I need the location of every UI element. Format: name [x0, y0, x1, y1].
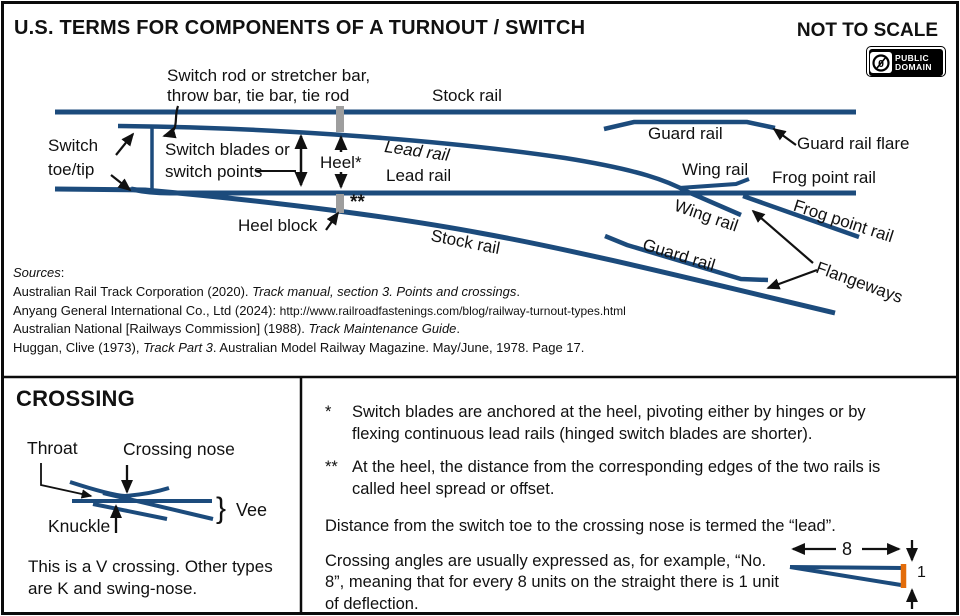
guard-rail-top-line — [603, 119, 776, 132]
badge-text-public: PUBLIC — [895, 52, 930, 63]
heel-block-bottom-bar — [336, 194, 344, 213]
flangeway-arrow-lower — [766, 268, 818, 290]
wing-rail-straight-line — [678, 177, 750, 190]
crossing-caption-line1: This is a V crossing. Other types — [28, 557, 273, 576]
crossing-caption-line2: are K and swing-nose. — [28, 579, 198, 598]
stock-rail-top-label: Stock rail — [432, 86, 502, 105]
switch-blades-label-line2: switch points — [165, 162, 263, 181]
note-marker: ** — [325, 458, 338, 476]
crossing-lower-wing-line — [92, 502, 168, 521]
note-heel-spread: ** At the heel, the distance from the co… — [325, 457, 953, 500]
flangeway-arrow-upper — [751, 209, 814, 264]
diverging-frog-point-rail-line — [742, 193, 860, 240]
source-line: Australian National [Railways Commission… — [13, 321, 461, 337]
frog-point-rail-straight-label: Frog point rail — [772, 168, 876, 187]
angle-units-straight-label: 8 — [842, 539, 853, 559]
badge-text-domain: DOMAIN — [895, 61, 932, 72]
crossing-section-heading: CROSSING — [16, 386, 135, 411]
angle-wedge-bottom-line — [789, 565, 902, 587]
page-title: U.S. TERMS FOR COMPONENTS OF A TURNOUT /… — [14, 17, 586, 39]
guard-rail-top-label: Guard rail — [648, 124, 723, 143]
lead-rail-straight-label: Lead rail — [386, 166, 452, 185]
vee-brace: } — [216, 492, 227, 525]
crossing-vee-diagonal-line — [102, 491, 214, 521]
guard-rail-flare-label: Guard rail flare — [797, 134, 910, 153]
note-lead: Distance from the switch toe to the cros… — [325, 516, 953, 538]
sources-heading: Sources: — [13, 265, 65, 280]
public-domain-badge: 0 PUBLIC DOMAIN — [866, 46, 946, 77]
note-marker: * — [325, 403, 332, 421]
guard-rail-flare-arrow — [772, 127, 797, 146]
source-line: Huggan, Clive (1973), Track Part 3. Aust… — [13, 340, 585, 356]
note-text: At the heel, the distance from the corre… — [352, 458, 881, 498]
note-text: Distance from the switch toe to the cros… — [325, 517, 836, 535]
switch-rod-label-line1: Switch rod or stretcher bar, — [167, 66, 371, 85]
sources-block: Sources: Australian Rail Track Corporati… — [13, 264, 626, 358]
switch-toe-label-line1: Switch — [48, 136, 99, 155]
wing-rail-straight-label: Wing rail — [682, 160, 749, 179]
note-text: Crossing angles are usually expressed as… — [325, 551, 779, 613]
straight-lead-and-frog-point-rail-line — [130, 186, 856, 196]
switch-toe-label-line2: toe/tip — [48, 160, 95, 179]
heel-spread-marker: ** — [350, 192, 365, 213]
source-line: Australian Rail Track Corporation (2020)… — [13, 283, 521, 299]
heel-block-arrow — [325, 211, 340, 231]
guard-rail-bottom-line — [604, 233, 769, 283]
heel-label: Heel* — [320, 153, 362, 172]
crossing-caption: This is a V crossing. Other types are K … — [28, 556, 273, 600]
notes-block: * Switch blades are anchored at the heel… — [325, 402, 953, 615]
throat-label: Throat — [27, 438, 78, 458]
note-text: Switch blades are anchored at the heel, … — [352, 403, 866, 443]
throat-arrow — [40, 463, 93, 499]
source-line: Anyang General International Co., Ltd (2… — [13, 302, 626, 318]
switch-toe-lower-arrow — [110, 174, 132, 192]
public-domain-zero-icon: 0 — [870, 52, 892, 73]
switch-rod-arrow — [162, 105, 180, 139]
note-switch-blades: * Switch blades are anchored at the heel… — [325, 402, 953, 445]
switch-blades-label-line1: Switch blades or — [165, 140, 290, 159]
note-crossing-angles: Crossing angles are usually expressed as… — [325, 551, 953, 616]
angle-units-deflection-label: 1 — [917, 564, 926, 581]
crossing-bent-wing-line — [69, 480, 170, 499]
heel-block-label: Heel block — [238, 216, 318, 235]
switch-rod-label-line2: throw bar, tie bar, tie rod — [167, 86, 350, 105]
diverging-lead-rail-line — [117, 123, 742, 218]
knuckle-label: Knuckle — [48, 516, 111, 536]
vee-label: Vee — [236, 500, 268, 520]
angle-wedge-top-line — [789, 565, 904, 570]
crossing-nose-label: Crossing nose — [123, 439, 235, 459]
diverging-stock-rail-line — [54, 186, 836, 316]
switch-toe-upper-arrow — [115, 132, 135, 156]
not-to-scale-label: NOT TO SCALE — [796, 20, 938, 41]
heel-block-top-bar — [336, 106, 344, 132]
